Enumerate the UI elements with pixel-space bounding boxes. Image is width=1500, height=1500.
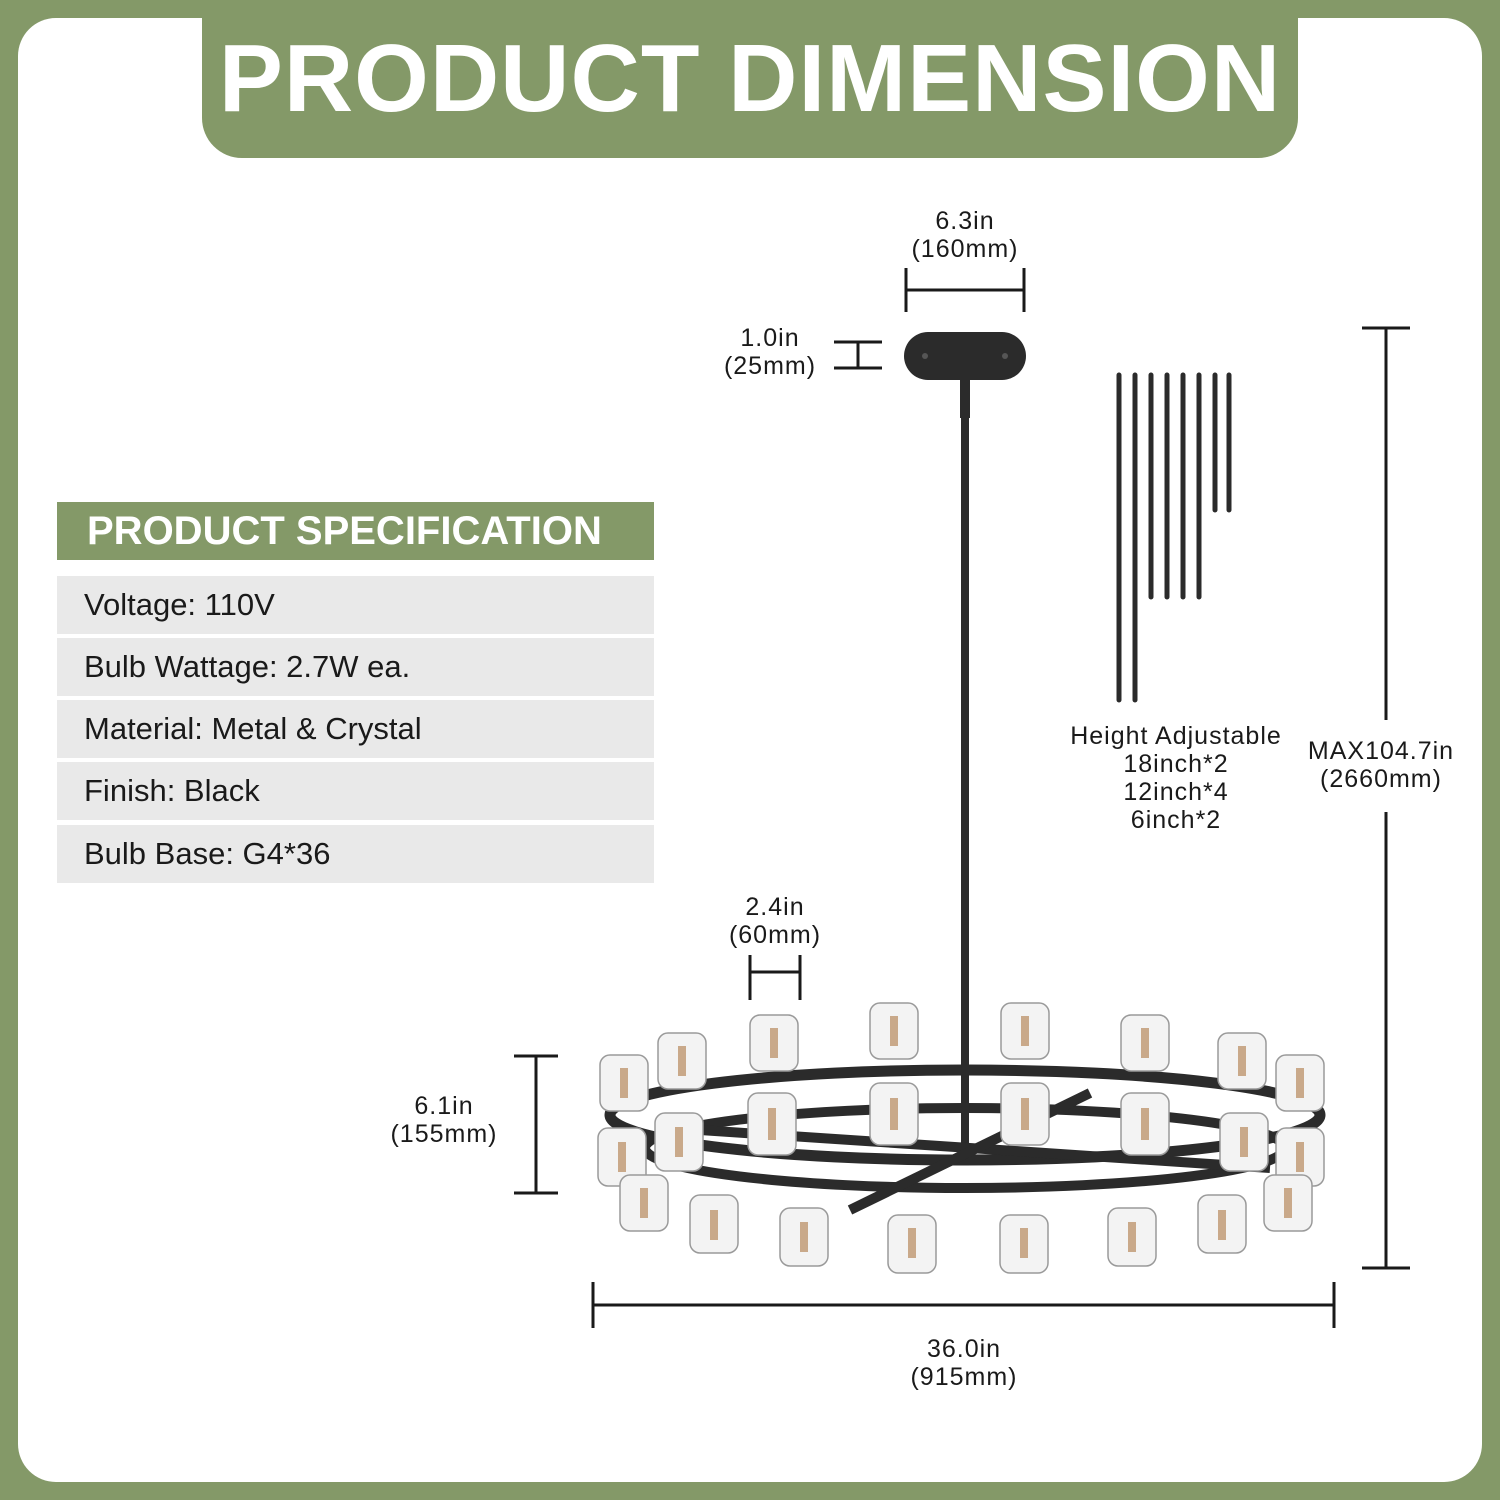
dimension-lines <box>514 268 1410 1328</box>
title-banner: PRODUCT DIMENSION <box>202 0 1298 158</box>
fixture-height-label: 6.1in (155mm) <box>380 1092 508 1148</box>
max-height-mm: (2660mm) <box>1320 765 1442 793</box>
fixture-width-in: 36.0in <box>926 1335 1002 1363</box>
downrod <box>961 418 969 1148</box>
spec-header: PRODUCT SPECIFICATION <box>57 502 654 560</box>
rods-item: 6inch*2 <box>1130 806 1222 834</box>
extension-rods <box>1116 372 1232 703</box>
spec-row-material: Material: Metal & Crystal <box>57 700 654 758</box>
canopy <box>904 332 1026 1148</box>
canopy-width-label: 6.3in (160mm) <box>895 207 1035 263</box>
page-title: PRODUCT DIMENSION <box>218 25 1282 132</box>
shade-width-mm: (60mm) <box>728 921 822 949</box>
canopy-width-mm: (160mm) <box>911 235 1019 263</box>
fixture-height-mm: (155mm) <box>390 1120 498 1148</box>
rods-item: 18inch*2 <box>1123 750 1229 778</box>
canopy-height-in: 1.0in <box>740 324 800 352</box>
canopy-height-mm: (25mm) <box>723 352 817 380</box>
canopy-height-label: 1.0in (25mm) <box>710 324 830 380</box>
fixture-width-mm: (915mm) <box>910 1363 1018 1391</box>
shade-width-in: 2.4in <box>745 893 805 921</box>
spec-row-bulb-base: Bulb Base: G4*36 <box>57 825 654 883</box>
rods-title: Height Adjustable <box>1070 722 1282 750</box>
fixture-height-in: 6.1in <box>414 1092 474 1120</box>
max-height-label: MAX104.7in (2660mm) <box>1293 737 1469 793</box>
spec-row-finish: Finish: Black <box>57 762 654 820</box>
rods-item: 12inch*4 <box>1123 778 1229 806</box>
crystal-shades <box>597 1002 1325 1274</box>
canopy-width-in: 6.3in <box>935 207 995 235</box>
shade-width-label: 2.4in (60mm) <box>715 893 835 949</box>
spec-row-wattage: Bulb Wattage: 2.7W ea. <box>57 638 654 696</box>
rods-label: Height Adjustable 18inch*2 12inch*4 6inc… <box>1054 722 1298 834</box>
max-height-in: MAX104.7in <box>1307 737 1455 765</box>
fixture-width-label: 36.0in (915mm) <box>894 1335 1034 1391</box>
spec-row-voltage: Voltage: 110V <box>57 576 654 634</box>
